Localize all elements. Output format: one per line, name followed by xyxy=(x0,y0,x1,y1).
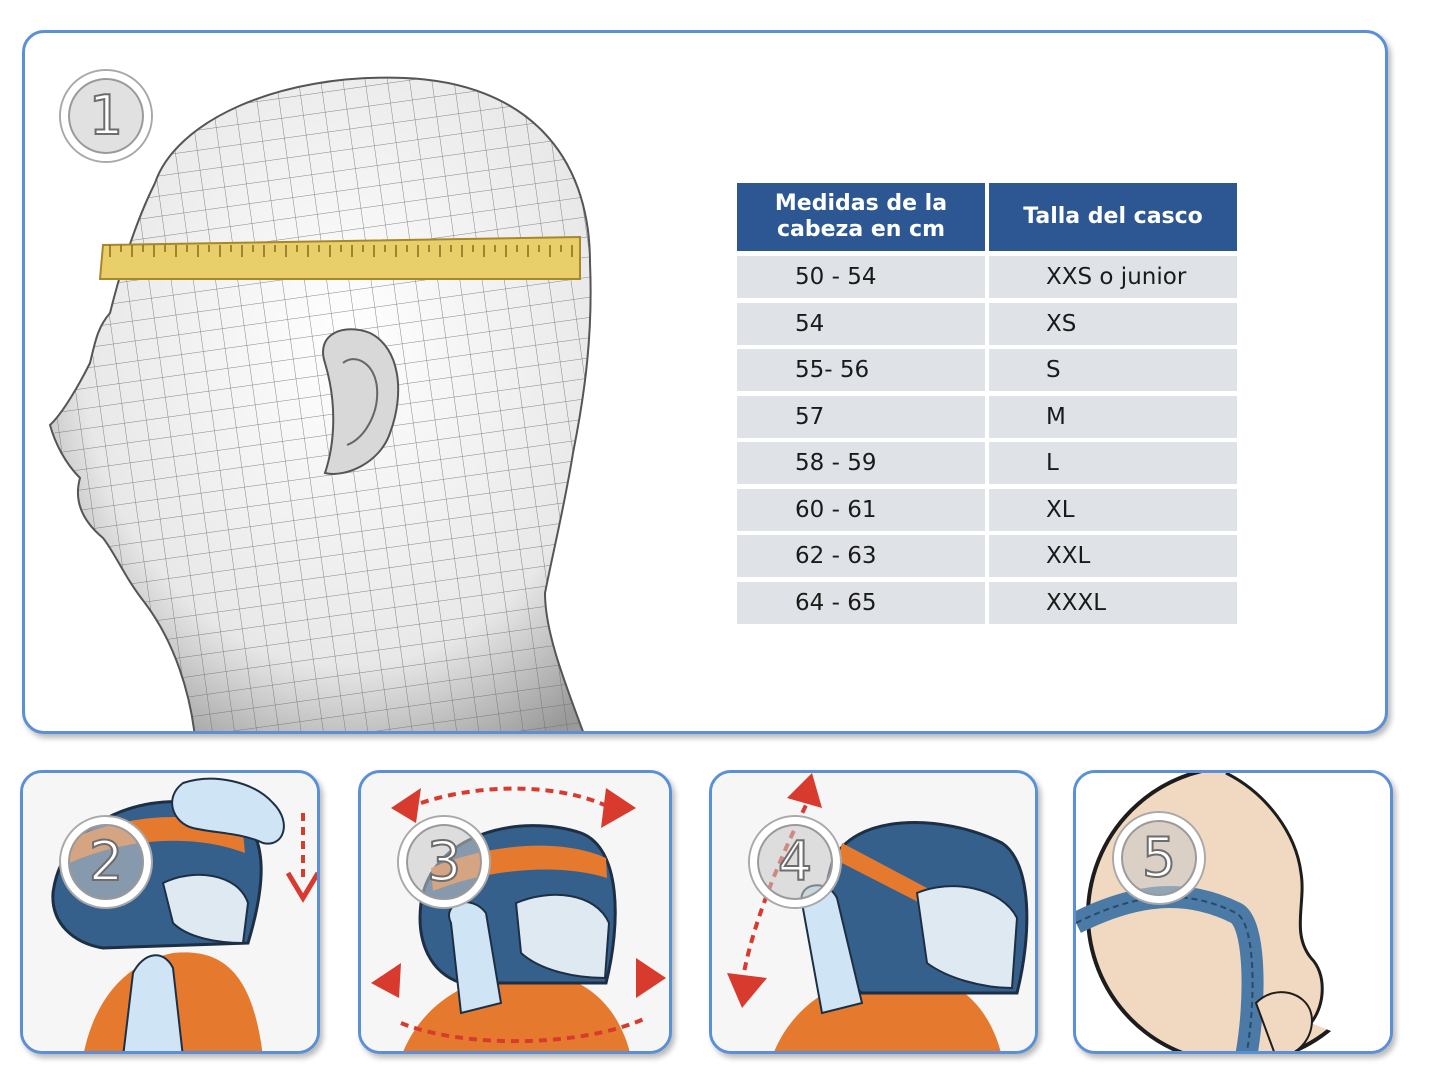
table-cell-measure: 55- 56 xyxy=(737,349,985,391)
step-5-badge: 5 xyxy=(1114,813,1204,903)
table-cell-measure: 57 xyxy=(737,395,985,438)
table-cell-measure: 54 xyxy=(737,302,985,345)
table-cell-size: L xyxy=(989,442,1237,484)
head-measure-panel: 1 Medidas de la cabeza en cm Talla del c… xyxy=(22,30,1388,734)
step-4-badge: 4 xyxy=(750,817,840,907)
table-cell-size: S xyxy=(989,349,1237,391)
put-on-helmet-illustration xyxy=(23,773,317,1051)
table-header-measure: Medidas de la cabeza en cm xyxy=(737,183,985,251)
step-1-badge: 1 xyxy=(61,71,151,161)
table-cell-measure: 58 - 59 xyxy=(737,442,985,484)
table-cell-measure: 60 - 61 xyxy=(737,488,985,531)
table-cell-size: XL xyxy=(989,488,1237,531)
measuring-tape-icon xyxy=(98,235,581,280)
table-cell-size: M xyxy=(989,395,1237,438)
step-5-panel: 5 xyxy=(1073,770,1393,1054)
table-cell-size: XXL xyxy=(989,535,1237,577)
table-cell-size: XS xyxy=(989,302,1237,345)
fasten-chin-strap-illustration xyxy=(1076,773,1390,1051)
table-cell-measure: 64 - 65 xyxy=(737,581,985,624)
table-cell-size: XXXL xyxy=(989,581,1237,624)
wireframe-head-illustration xyxy=(48,76,592,731)
step-2-panel: 2 xyxy=(20,770,320,1054)
step-2-badge: 2 xyxy=(61,817,151,907)
table-header-size: Talla del casco xyxy=(989,183,1237,251)
table-cell-measure: 62 - 63 xyxy=(737,535,985,577)
step-3-panel: 3 xyxy=(358,770,672,1054)
step-3-badge: 3 xyxy=(399,817,489,907)
table-cell-measure: 50 - 54 xyxy=(737,256,985,298)
table-cell-size: XXS o junior xyxy=(989,256,1237,298)
check-helmet-fit-illustration xyxy=(712,773,1035,1051)
adjust-helmet-illustration xyxy=(361,773,669,1051)
step-4-panel: 4 xyxy=(709,770,1038,1054)
